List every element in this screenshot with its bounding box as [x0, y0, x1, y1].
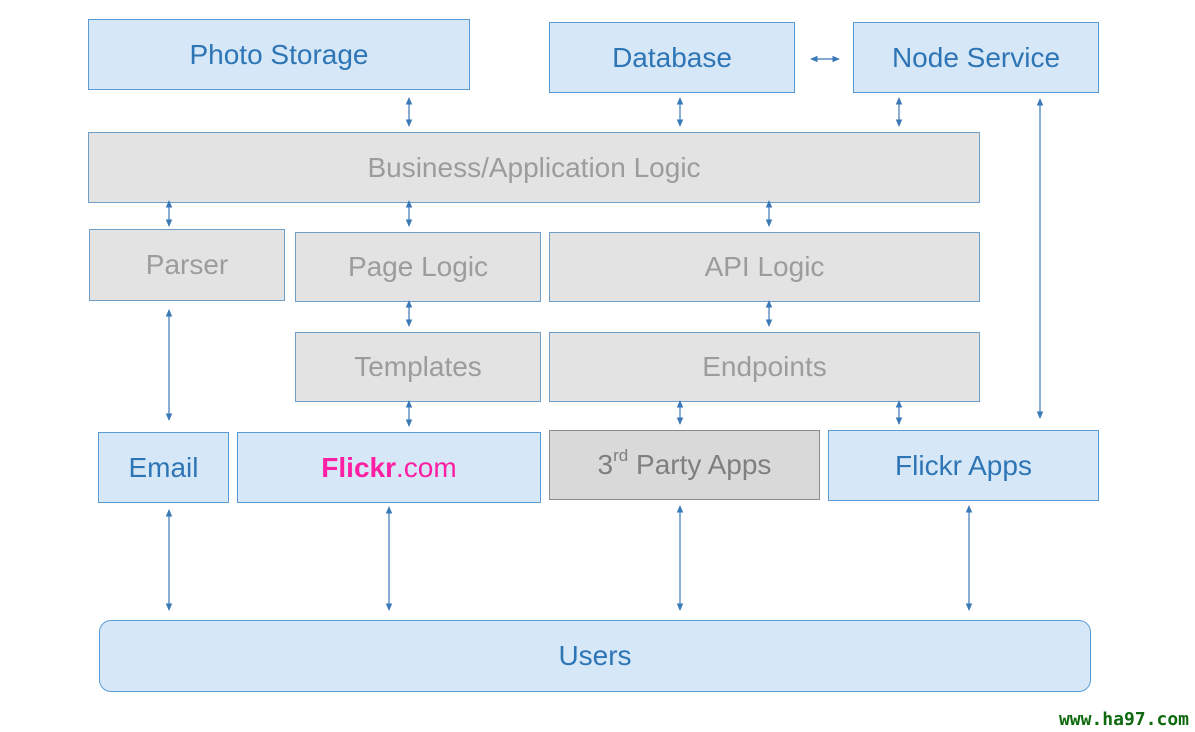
third-party-apps-box: 3rd Party Apps [549, 430, 820, 500]
flickr-apps-label: Flickr Apps [895, 449, 1032, 481]
endpoints-label: Endpoints [702, 351, 827, 382]
api-logic-label: API Logic [704, 251, 825, 282]
watermark: www.ha97.com [1058, 709, 1189, 730]
page-logic-box: Page Logic [295, 232, 541, 302]
database-box: Database [549, 22, 795, 93]
third-party-ordinal: rd [613, 446, 629, 465]
node-service-label: Node Service [891, 41, 1061, 73]
flickr-com-suffix: .com [396, 451, 457, 483]
templates-box: Templates [295, 332, 541, 402]
flickr-com-box: Flickr.com [237, 432, 541, 503]
templates-label: Templates [354, 351, 482, 382]
flickr-com-label: Flickr.com [321, 452, 456, 484]
business-logic-box: Business/Application Logic [88, 132, 980, 203]
users-box: Users [99, 620, 1091, 692]
database-label: Database [612, 41, 732, 73]
parser-box: Parser [89, 229, 285, 301]
photo-storage-label: Photo Storage [189, 38, 369, 70]
flickr-apps-box: Flickr Apps [828, 430, 1099, 501]
flickr-brand-text: Flickr [321, 451, 396, 483]
email-label: Email [128, 451, 199, 483]
page-logic-label: Page Logic [347, 251, 489, 282]
photo-storage-box: Photo Storage [88, 19, 470, 90]
third-party-text: Party Apps [628, 449, 772, 480]
parser-label: Parser [145, 249, 229, 280]
email-box: Email [98, 432, 229, 503]
endpoints-box: Endpoints [549, 332, 980, 402]
users-label: Users [558, 640, 632, 671]
api-logic-box: API Logic [549, 232, 980, 302]
third-party-apps-label: 3rd Party Apps [597, 446, 772, 481]
third-party-number: 3 [597, 449, 614, 480]
node-service-box: Node Service [853, 22, 1099, 93]
business-logic-label: Business/Application Logic [367, 151, 701, 183]
